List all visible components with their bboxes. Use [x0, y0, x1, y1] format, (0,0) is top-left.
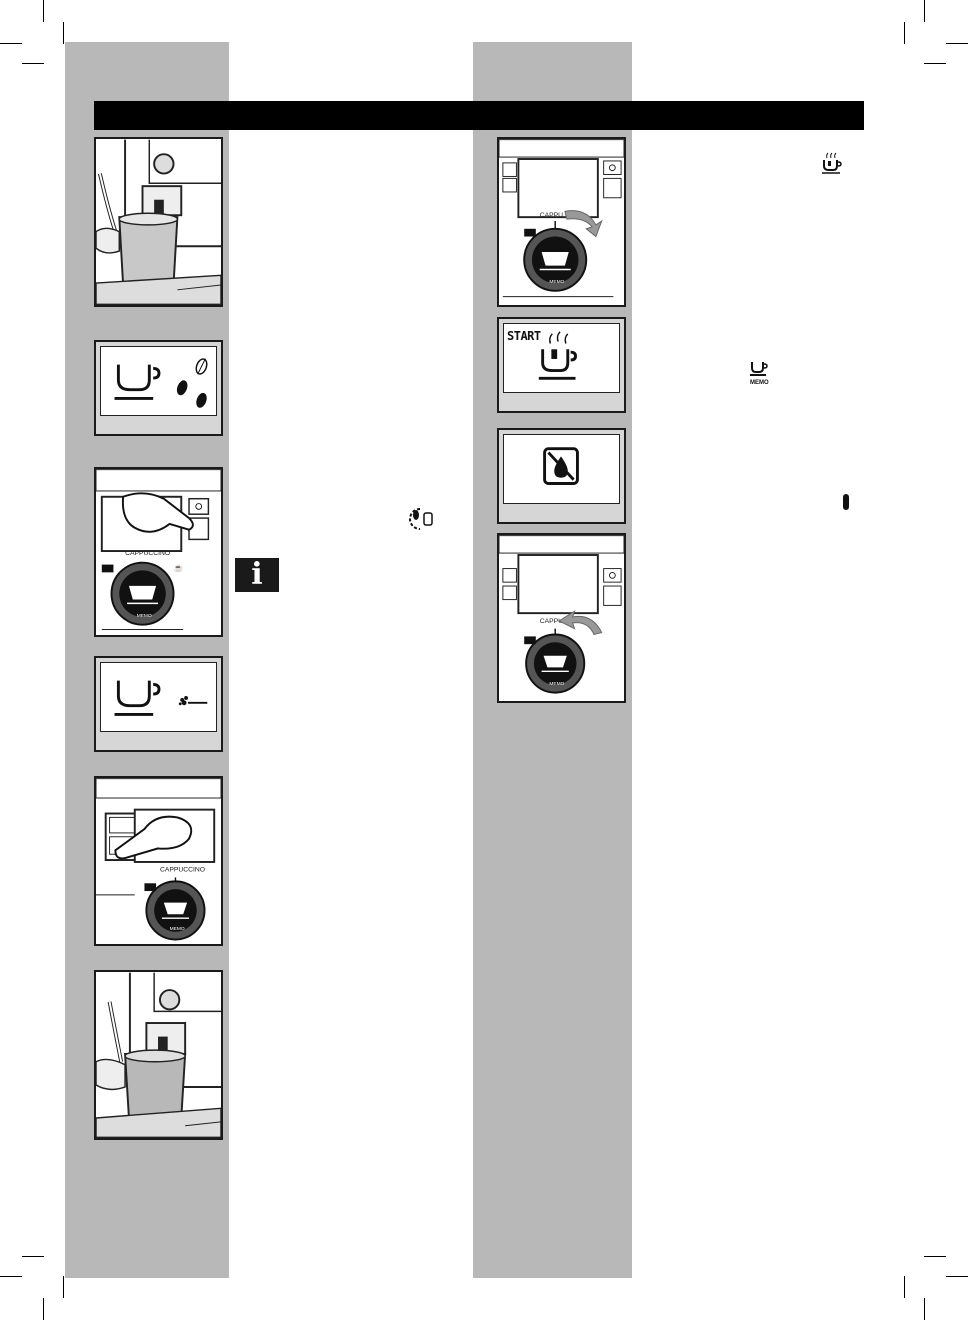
crop-mark	[946, 1276, 968, 1277]
indicator-pill-icon	[842, 493, 850, 511]
info-icon: i	[235, 558, 279, 592]
svg-text:☕: ☕	[174, 562, 184, 572]
crop-mark	[946, 43, 968, 44]
illustration-milk-jug-steam-wand	[94, 137, 223, 307]
crop-mark	[0, 1276, 22, 1277]
info-symbol: i	[251, 557, 263, 592]
dial-memo-text: MEMO	[137, 613, 152, 619]
crop-mark	[924, 63, 946, 64]
illustration-turn-dial-right: CAPPU MEMO	[497, 137, 626, 307]
crop-mark	[63, 1276, 64, 1298]
dial-memo-text-2: MEMO	[170, 926, 185, 932]
crop-mark	[904, 22, 905, 44]
illustration-press-memo-button: CAPPUCCINO MEMO	[94, 776, 223, 946]
dial-label-partial: CAPPU	[540, 212, 563, 219]
crop-mark	[22, 63, 44, 64]
crop-mark	[924, 1256, 946, 1257]
display-cup-beans	[94, 340, 223, 436]
section-header-bar	[94, 101, 864, 130]
dial-label-partial-2: CAPPU	[540, 618, 563, 625]
start-label: START	[507, 329, 541, 343]
crop-mark	[63, 22, 64, 44]
circular-refresh-icon	[408, 505, 436, 533]
crop-mark	[0, 43, 22, 44]
crop-mark	[43, 0, 44, 22]
crop-mark	[924, 1298, 925, 1320]
display-no-water	[497, 428, 626, 524]
illustration-press-button-dial: CAPPUCCINO MEMO ☕	[94, 467, 223, 637]
display-start-cup: START	[497, 317, 626, 413]
memo-icon-text: MEMO	[750, 380, 769, 386]
dial-memo-text-r1: MEMO	[549, 279, 564, 285]
crop-mark	[924, 0, 925, 22]
illustration-milk-jug-steam-wand-2	[94, 970, 223, 1140]
crop-mark	[43, 1298, 44, 1320]
crop-mark	[904, 1276, 905, 1298]
memo-cup-icon: MEMO	[746, 360, 770, 386]
display-cup-froth	[94, 656, 223, 752]
dial-label-cappuccino-2: CAPPUCCINO	[160, 867, 205, 874]
cup-with-steam-icon	[820, 152, 844, 174]
dial-memo-text-r4: MEMO	[549, 681, 564, 687]
illustration-turn-dial-left: CAPPU MEMO	[497, 533, 626, 703]
dial-label-cappuccino: CAPPUCCINO	[125, 550, 170, 557]
crop-mark	[22, 1256, 44, 1257]
